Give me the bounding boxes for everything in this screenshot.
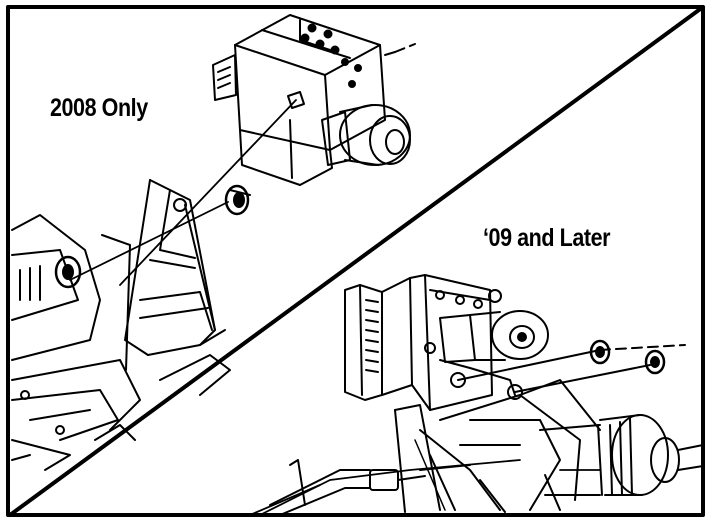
frame-rail-2008 bbox=[11, 214, 231, 471]
label-09-and-later: ‘09 and Later bbox=[483, 224, 611, 252]
brake-lines-2009 bbox=[249, 459, 601, 516]
frame-border bbox=[6, 5, 705, 517]
label-2008-only: 2008 Only bbox=[50, 94, 148, 122]
brake-booster-2009 bbox=[539, 414, 704, 496]
bracket-2008 bbox=[101, 179, 226, 371]
abs-module-2009 bbox=[344, 274, 686, 411]
abs-module-2008 bbox=[119, 14, 416, 286]
isolator-2008 bbox=[69, 184, 250, 281]
isolators-2009 bbox=[589, 339, 666, 375]
